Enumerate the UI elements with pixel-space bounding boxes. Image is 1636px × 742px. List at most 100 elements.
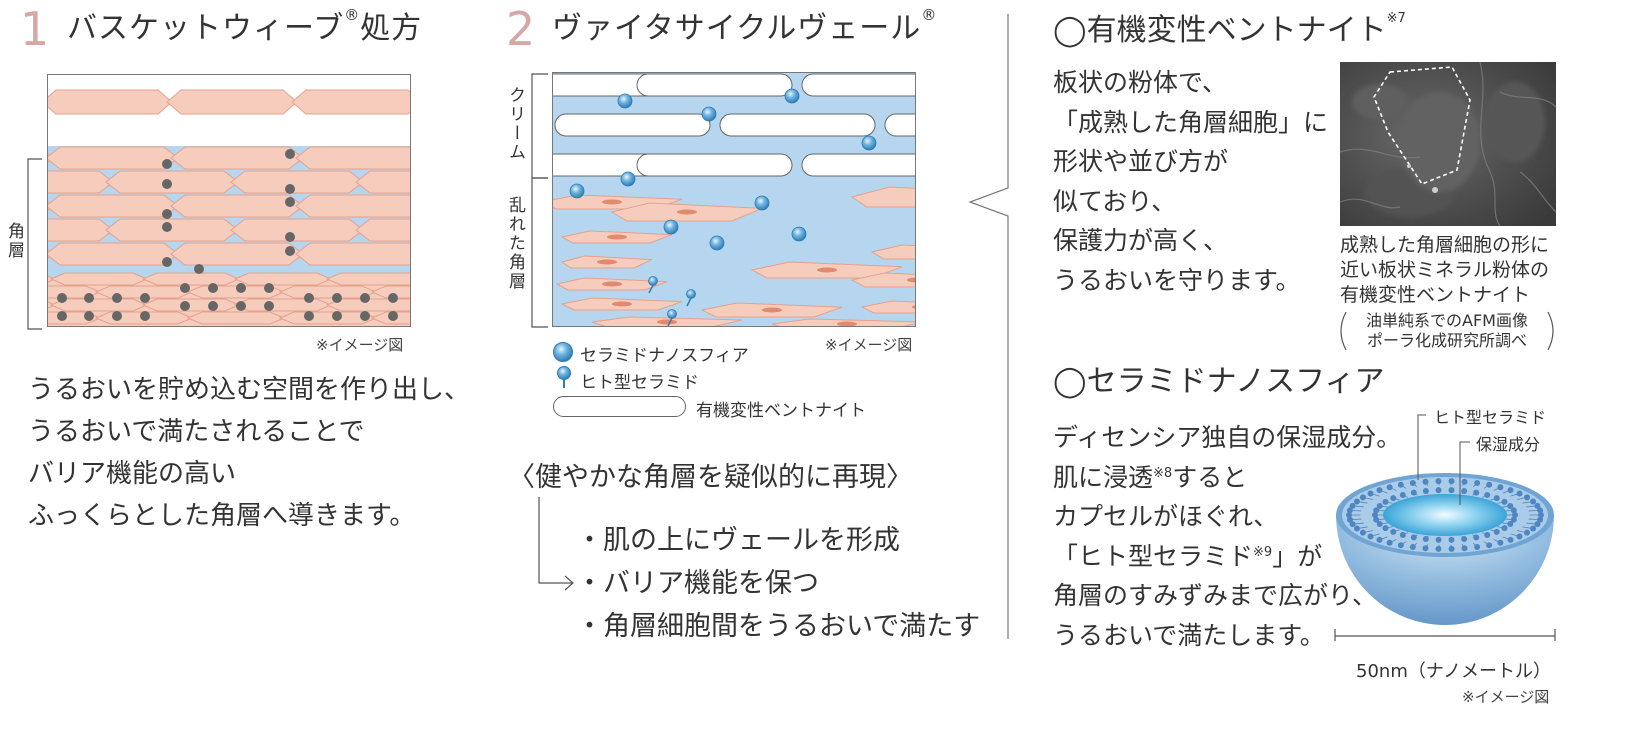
- lipid-dot: [264, 283, 274, 293]
- corneocyte-cell: [105, 170, 239, 194]
- lipid-dot: [332, 311, 342, 321]
- corneocyte-cell: [105, 218, 239, 242]
- lipid-dot: [140, 311, 150, 321]
- lipid-head: [1353, 525, 1360, 532]
- corneocyte-cell: [295, 242, 411, 266]
- corneocyte-cell: [355, 218, 411, 242]
- lipid-head: [1367, 490, 1374, 497]
- human-ceramide-icon: [557, 366, 571, 388]
- bentonite-body-line: 「成熟した角層細胞」に: [1053, 107, 1329, 137]
- lipid-head: [1373, 507, 1380, 514]
- corneocyte-cell: [47, 194, 179, 218]
- lipid-dot: [112, 311, 122, 321]
- lipid-head: [1493, 495, 1500, 502]
- photo-caption-line: 近い板状ミネラル粉体の: [1340, 259, 1550, 281]
- ceramide-body-text: 肌に浸透: [1053, 462, 1154, 492]
- lipid-head: [1435, 487, 1442, 494]
- photo-source-line: 油単純系でのAFM画像: [1366, 311, 1528, 330]
- lipid-head: [1507, 487, 1514, 494]
- bentonite-capsule: [884, 113, 916, 137]
- cell-nucleus: [677, 209, 697, 215]
- human-ceramide-tail: [667, 317, 673, 327]
- lipid-dot: [285, 184, 295, 194]
- section-divider: [968, 14, 1009, 639]
- corneocyte-cell: [166, 89, 298, 115]
- cell-nucleus: [602, 281, 622, 287]
- section1-body-line: バリア機能の高い: [28, 459, 237, 489]
- lipid-head: [1422, 536, 1429, 543]
- ceramide-nanosphere: [861, 135, 877, 151]
- bentonite-title-text: ◯有機変性ベントナイト: [1053, 13, 1387, 48]
- lipid-dot: [285, 197, 295, 207]
- corneocyte-cell: [186, 311, 286, 325]
- section2-title: ヴァイタサイクルヴェール®: [552, 8, 937, 46]
- lipid-head: [1461, 545, 1468, 552]
- lipid-head: [1448, 487, 1455, 494]
- section1-body: うるおいを貯め込む空間を作り出し、 うるおいで満たされることで バリア機能の高い…: [28, 369, 470, 537]
- lipid-head: [1461, 478, 1468, 485]
- section2-title-text: ヴァイタサイクルヴェール: [552, 11, 922, 46]
- lipid-head: [1461, 536, 1468, 543]
- lipid-head: [1409, 479, 1416, 486]
- ceramide-body-text: 」が: [1272, 541, 1323, 571]
- lipid-dot: [208, 301, 218, 311]
- lipid-head: [1524, 494, 1531, 501]
- lipid-head: [1376, 502, 1383, 509]
- photo-caption-line: 成熟した角層細胞の形に: [1340, 234, 1550, 256]
- bentonite-body-line: 板状の粉体で、: [1053, 68, 1228, 97]
- human-ceramide-tail: [686, 297, 692, 307]
- section3-image-note: ※イメージ図: [1462, 688, 1550, 706]
- lipid-dot: [264, 301, 274, 311]
- lipid-dot: [194, 264, 204, 274]
- corneocyte-cell: [141, 272, 241, 286]
- section2-label-disturbed: 乱れた角層: [505, 196, 525, 291]
- lipid-head: [1373, 516, 1380, 523]
- cell-nucleus: [607, 234, 627, 240]
- lipid-head: [1510, 516, 1517, 523]
- ceramide-nanosphere: [617, 93, 633, 109]
- bentonite-body-line: うるおいを守ります。: [1053, 265, 1301, 295]
- lipid-dot: [388, 311, 398, 321]
- lipid-head: [1349, 521, 1356, 528]
- human-ceramide: [667, 309, 677, 319]
- vitacycle-veil-diagram: [552, 72, 916, 327]
- lipid-head: [1346, 516, 1353, 523]
- bentonite-capsule: [801, 153, 916, 177]
- section2-reg-mark: ®: [921, 6, 938, 24]
- ceramide-body-line: 角層のすみずみまで広がり、: [1053, 581, 1378, 610]
- cell-nucleus: [597, 259, 617, 265]
- lipid-head: [1530, 498, 1537, 505]
- section1-reg-mark: ®: [344, 6, 361, 24]
- bullet-arrow-connector: [538, 497, 574, 591]
- lipid-head: [1501, 525, 1508, 532]
- lipid-head: [1448, 478, 1455, 485]
- lipid-head: [1409, 544, 1416, 551]
- lipid-dot: [304, 311, 314, 321]
- photo-source-brackets: [1340, 311, 1554, 351]
- corneocyte-cell: [230, 170, 364, 194]
- bentonite-title-note: ※7: [1386, 11, 1406, 26]
- ceramide-body-line: うるおいで満たします。: [1053, 620, 1325, 650]
- lipid-head: [1359, 494, 1366, 501]
- lipid-dot: [360, 293, 370, 303]
- lipid-head: [1534, 502, 1541, 509]
- section1-body-line: ふっくらとした角層へ導きます。: [28, 501, 416, 531]
- ceramide-nanosphere: [620, 171, 636, 187]
- corneocyte-cell: [230, 218, 364, 242]
- corneocyte-cell: [370, 311, 411, 325]
- bentonite-title: ◯有機変性ベントナイト※7: [1053, 12, 1406, 48]
- lipid-head: [1486, 542, 1493, 549]
- lipid-head: [1422, 478, 1429, 485]
- section1-number: 1: [20, 2, 50, 56]
- disturbed-cell: [850, 272, 916, 288]
- ceramide-body-line: 肌に浸透※8すると: [1053, 458, 1401, 498]
- ceramide-nanosphere: [701, 106, 717, 122]
- lipid-dot: [304, 293, 314, 303]
- legend-label-bentonite: 有機変性ベントナイト: [696, 401, 866, 421]
- human-ceramide: [686, 289, 696, 299]
- lipid-dot: [162, 209, 172, 219]
- section1-title: バスケットウィーブ®処方: [67, 8, 422, 44]
- lipid-dot: [285, 232, 295, 242]
- corneocyte-cell: [295, 194, 411, 218]
- photo-caption: 成熟した角層細胞の形に 近い板状ミネラル粉体の 有機変性ベントナイト: [1340, 233, 1549, 308]
